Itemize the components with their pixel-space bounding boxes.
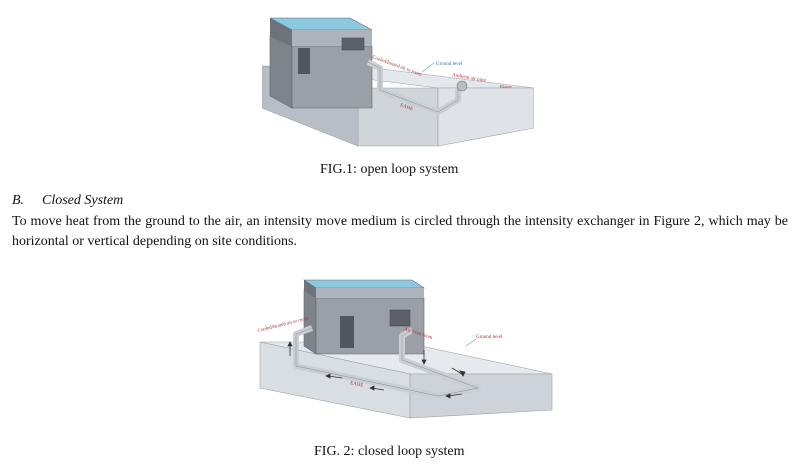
building-window <box>389 309 411 327</box>
section-title: Closed System <box>42 193 124 208</box>
label-ground-level: Ground level <box>476 335 503 340</box>
building-roof-edge-front <box>316 288 424 298</box>
building-roof-edge <box>304 280 316 298</box>
figure-2-closed-loop-diagram: Cooled/heated air to room Air from room … <box>257 279 553 419</box>
ground-block-front <box>409 373 553 419</box>
ground-level-leader <box>421 62 435 73</box>
building-roof <box>303 279 425 289</box>
building-window <box>341 37 365 51</box>
building-door <box>298 48 310 74</box>
label-ground-level: Ground level <box>436 62 463 67</box>
label-blower: Blower <box>500 84 512 89</box>
ground-block-side <box>437 87 534 147</box>
building-left-face <box>269 35 293 109</box>
eahe-pipe-loop-outline <box>295 327 479 397</box>
section-number: B. <box>12 193 25 208</box>
blower-icon <box>456 80 468 92</box>
body-paragraph: To move heat from the ground to the air,… <box>12 214 788 249</box>
figure-1-caption: FIG.1: open loop system <box>320 162 459 177</box>
eahe-pipe-outline <box>367 61 459 113</box>
building-roof-edge <box>270 18 292 46</box>
ground-level-leader <box>465 338 477 347</box>
figure-1-open-loop-diagram: Cooled/heated air to room Ground level A… <box>262 17 534 147</box>
flow-arrows <box>287 341 466 399</box>
section-heading: B. Closed System <box>12 193 123 209</box>
figure-2-caption: FIG. 2: closed loop system <box>314 444 465 459</box>
label-eahe: EAHE <box>350 381 364 389</box>
building-door <box>340 316 354 348</box>
label-ambient-air: Ambient air inlet <box>452 73 487 84</box>
label-eahe: EAHE <box>399 103 413 112</box>
